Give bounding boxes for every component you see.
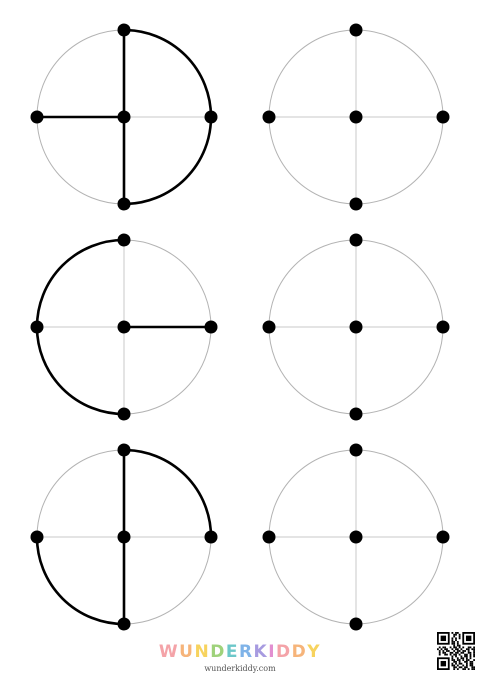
logo-letter: E	[225, 642, 239, 662]
traced-line	[122, 448, 213, 539]
logo-letter: W	[158, 642, 180, 662]
logo-letter: K	[253, 642, 269, 662]
dot	[30, 530, 44, 544]
dot	[436, 530, 450, 544]
dot	[117, 197, 131, 211]
dot	[117, 320, 131, 334]
brand-url: wunderkiddy.com	[204, 664, 276, 673]
dot	[349, 233, 363, 247]
logo-letter: N	[194, 642, 211, 662]
dot	[349, 443, 363, 457]
dot	[30, 110, 44, 124]
dot	[349, 23, 363, 37]
logo-letter: D	[210, 642, 226, 662]
wunderkiddy-logo: WUNDERKIDDY	[0, 642, 480, 662]
dot	[117, 407, 131, 421]
qr-code-icon	[437, 632, 475, 670]
traced-line	[35, 535, 126, 626]
dot	[117, 617, 131, 631]
dot	[204, 110, 218, 124]
logo-letter: D	[291, 642, 308, 662]
dot	[436, 110, 450, 124]
logo-letter: R	[238, 642, 254, 662]
logo-letter: D	[276, 642, 292, 662]
logo-letter: Y	[307, 642, 322, 662]
dot	[349, 530, 363, 544]
dot	[117, 530, 131, 544]
dot	[117, 23, 131, 37]
dot	[30, 320, 44, 334]
dot	[117, 110, 131, 124]
logo-letter: U	[179, 642, 195, 662]
logo-letter: I	[268, 642, 277, 662]
dot	[349, 617, 363, 631]
dot	[349, 110, 363, 124]
dot	[349, 197, 363, 211]
circles-layer	[30, 23, 450, 631]
dot	[262, 530, 276, 544]
dot	[262, 110, 276, 124]
dot	[349, 320, 363, 334]
dot	[262, 320, 276, 334]
dot	[117, 233, 131, 247]
dot	[349, 407, 363, 421]
dot	[117, 443, 131, 457]
dot	[436, 320, 450, 334]
dot	[204, 320, 218, 334]
dot	[204, 530, 218, 544]
